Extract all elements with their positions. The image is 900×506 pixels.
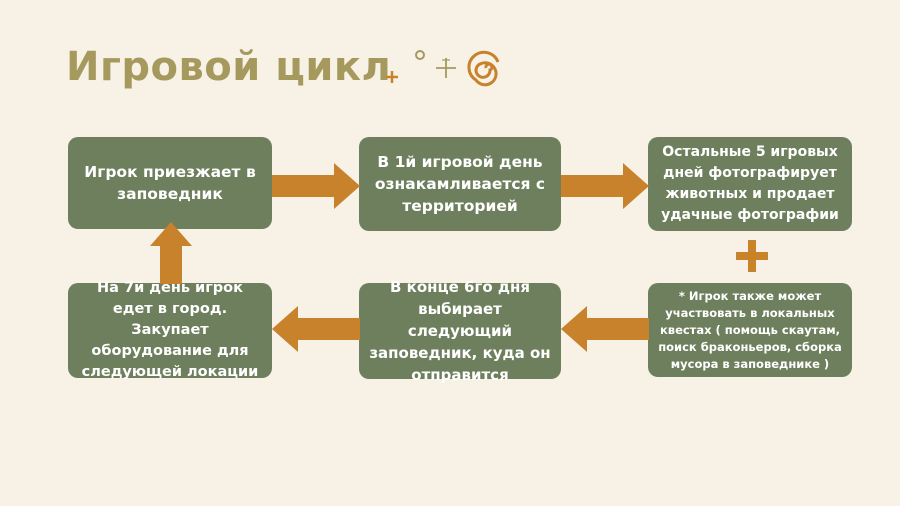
arrow-left-2: [272, 306, 360, 352]
arrow-right-1: [272, 163, 360, 209]
step-box-city: На 7й день игрок едет в город. Закупает …: [68, 280, 272, 380]
step-text: Игрок приезжает в заповедник: [84, 163, 256, 203]
step-text: В 1й игровой день ознакамливается с терр…: [374, 153, 546, 215]
step-text: Остальные 5 игровых дней фотографирует ж…: [661, 144, 839, 223]
page-title: Игровой цикл: [66, 44, 392, 90]
arrow-right-2: [561, 163, 649, 209]
arrow-up: [150, 222, 192, 284]
step-box-explore: В 1й игровой день ознакамливается с терр…: [359, 137, 561, 231]
small-circle-icon: [415, 50, 425, 60]
title-decoration: [386, 50, 500, 87]
arrow-left-1: [561, 306, 649, 352]
step-text: * Игрок также может участвовать в локаль…: [658, 288, 842, 371]
big-plus-icon: [736, 240, 768, 272]
step-box-choose: В конце 6го дня выбирает следующий запов…: [359, 278, 561, 384]
spiral-icon: [467, 50, 500, 87]
sparkle-icon: [436, 58, 456, 78]
step-box-arrive: Игрок приезжает в заповедник: [68, 137, 272, 229]
step-box-photograph: Остальные 5 игровых дней фотографирует ж…: [648, 137, 852, 231]
plus-icon: [386, 71, 398, 83]
step-box-quests: * Игрок также может участвовать в локаль…: [648, 283, 852, 377]
step-text: В конце 6го дня выбирает следующий запов…: [369, 278, 551, 384]
step-text: На 7й день игрок едет в город. Закупает …: [81, 280, 259, 380]
